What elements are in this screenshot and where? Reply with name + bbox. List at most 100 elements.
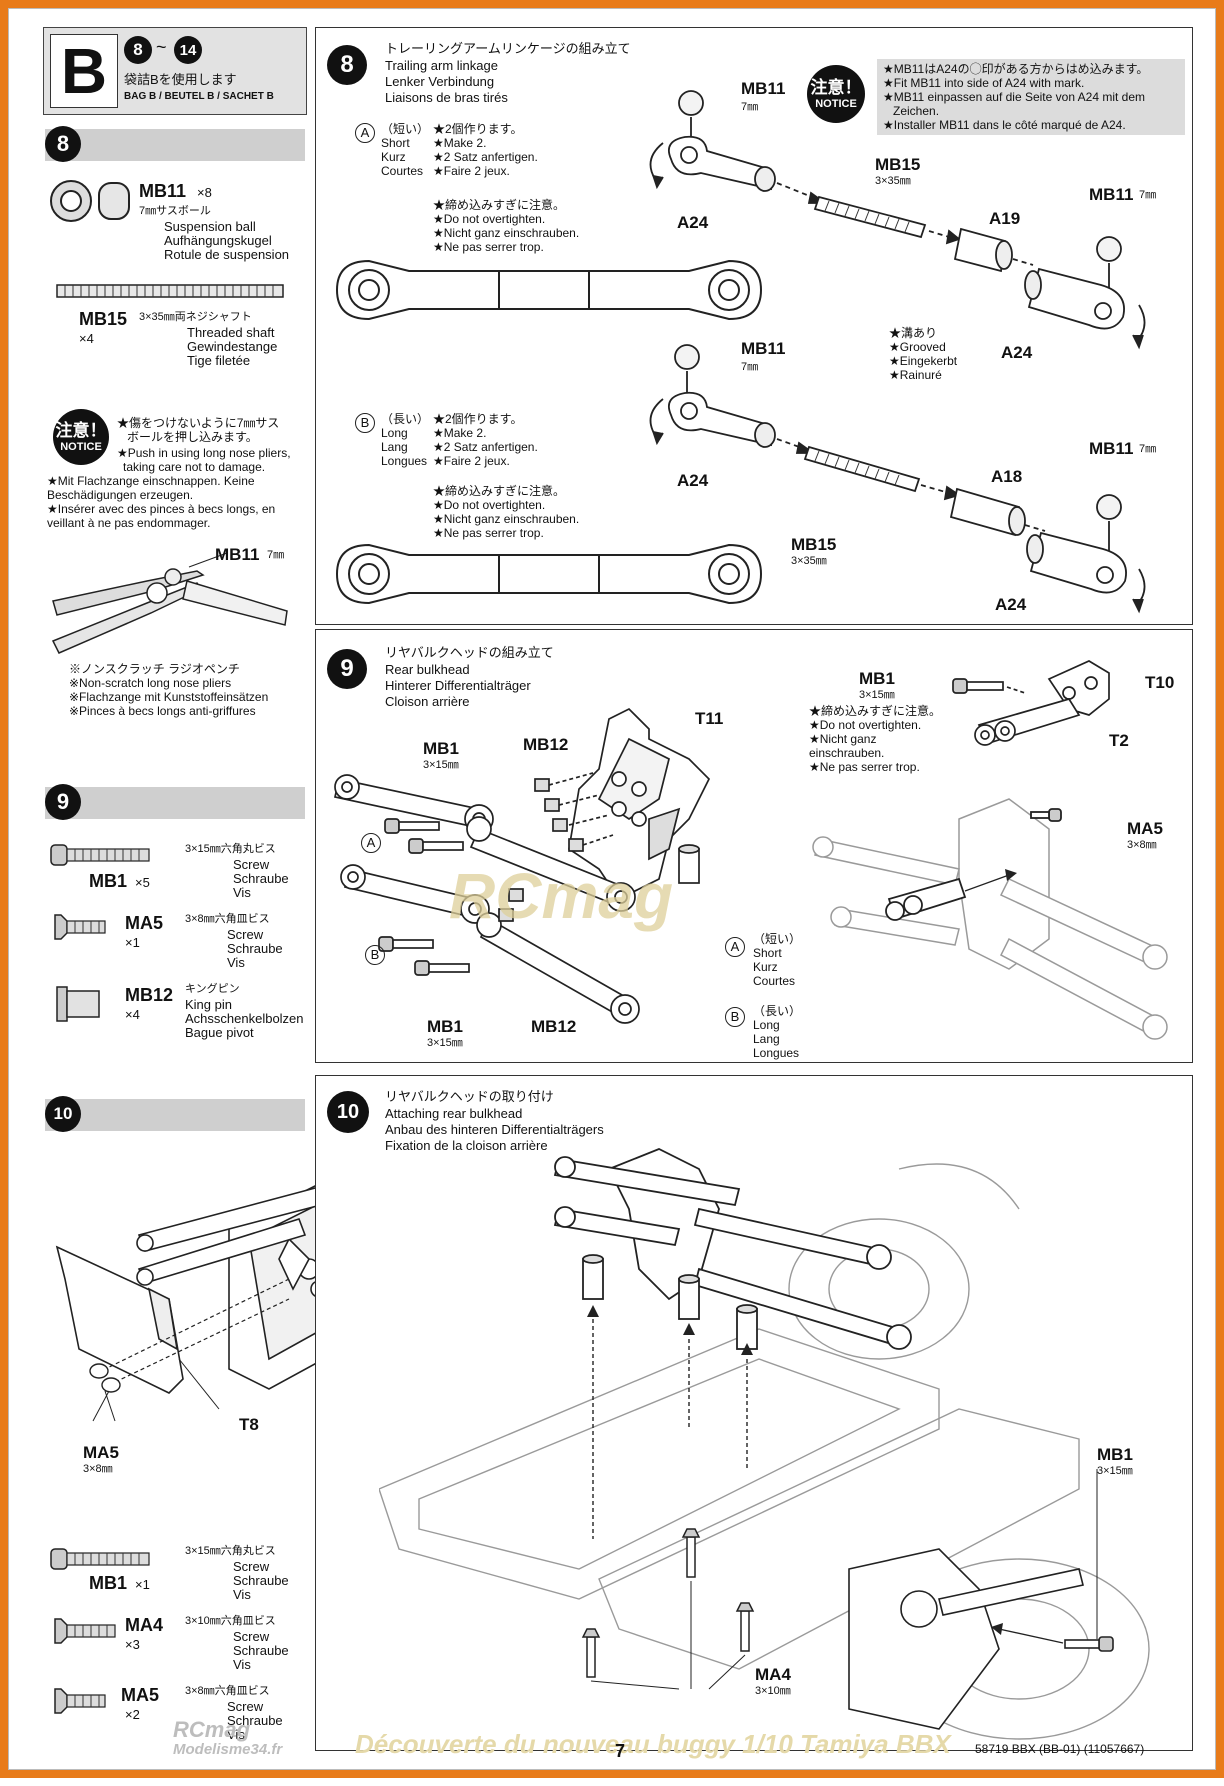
s9-b-de: Lang [753,1032,780,1046]
step8-notice-de-text2: Zeichen. [893,104,940,118]
step8-label-a19: A19 [989,209,1021,228]
step8-a-tight-en: ★Do not overtighten. [433,212,546,226]
mb15-jp: 3×35㎜両ネジシャフト [139,311,252,323]
left-step10-bar: 10 [45,1096,305,1132]
step8-notice-badge: 注意！ NOTICE [807,65,865,123]
s9-tight-de2: einschrauben. [809,746,885,760]
step8-notice-jp: 注意！ [810,78,862,97]
step10-title-de: Anbau des hinteren Differentialträgers [385,1122,604,1137]
page-number: 7 [615,1741,626,1761]
pliers-label-mb11: MB11 [215,545,260,564]
step-from-badge: 8 [124,36,152,64]
step8-b-tight-en: ★Do not overtighten. [433,498,546,512]
s10-mb1-jp: 3×15㎜六角丸ビス [185,1545,276,1557]
s9-mb1-top-size: 3×15㎜ [423,759,459,771]
step8-a-de: Kurz [381,150,406,164]
step8-a-make-en: ★Make 2. [433,136,487,150]
step8-a-fr: Courtes [381,164,424,178]
s10-ma5-screw-icon [54,1688,106,1714]
mb11-jp: 7㎜サスボール [139,205,211,217]
step10-badge: 10 [327,1091,369,1133]
s10-ma4-qty: ×3 [125,1637,140,1652]
left-notice-badge: 注意！ NOTICE [53,409,109,465]
s9-b-en: Long [753,1018,780,1032]
step8-b-tight-jp: ★締め込みすぎに注意。 [433,484,566,498]
step8-badge: 8 [327,45,367,85]
s10-mb1-en: Screw [233,1559,270,1574]
s10-ma4-size: 3×10㎜ [755,1685,791,1697]
step10-title-fr: Fixation de la cloison arrière [385,1138,548,1153]
s10-ma5-jp: 3×8㎜六角皿ビス [185,1685,270,1697]
step8-assembly-b-drawing [649,344,1146,614]
s10-ma4-screw-icon [54,1618,116,1644]
pliers-fr: ※Pinces à becs longs anti-griffures [69,704,256,718]
left-note-en2: taking care not to damage. [123,460,266,474]
mb11-en: Suspension ball [164,219,256,234]
step-tilde: ~ [156,37,167,57]
s9-ma5-jp: 3×8㎜六角皿ビス [185,913,270,925]
s10-ma4-jp: 3×10㎜六角皿ビス [185,1615,276,1627]
step9-t10-t2-drawing [952,660,1110,746]
step8-a-jp: （短い） [381,122,430,136]
left-note-jp2: ボールを押し込みます。 [127,430,258,444]
step8-a-tight-jp: ★締め込みすぎに注意。 [433,198,566,212]
manual-page: B 8 ~ 14 袋詰Bを使用します BAG B / BEUTEL B / SA… [8,8,1216,1770]
s9-a-jp: （短い） [753,932,802,946]
s10-mb1-code: MB1 [89,1573,128,1593]
s9-a-de: Kurz [753,960,778,974]
step8-b-make-fr: ★Faire 2 jeux. [433,454,510,468]
bag-box: B 8 ~ 14 袋詰Bを使用します BAG B / BEUTEL B / SA… [43,27,307,115]
step8-notice-en-text: ★Fit MB11 into side of A24 with mark. [883,76,1085,90]
step9-title-de: Hinterer Differentialträger [385,678,531,693]
pliers-de: ※Flachzange mit Kunststoffeinsätzen [69,690,269,704]
s10-left-t8: T8 [239,1415,259,1434]
s9-mb12-fr: Bague pivot [185,1025,254,1040]
step9-bulkhead-assembly-drawing [333,707,711,1024]
step8-label-a24-b1: A24 [677,471,709,490]
step8-label-mb15-b-size: 3×35㎜ [791,555,827,567]
step8-a-marker: A [355,123,375,143]
step8-a-make-jp: ★2個作ります。 [433,122,523,136]
step8-label-a24-b2: A24 [995,595,1027,614]
step8-label-mb11-right-a: MB11 [1089,185,1134,204]
left-step9-badge: 9 [45,784,81,820]
step8-label-mb15-a: MB15 [875,155,921,174]
step8-notice-box [877,59,1185,135]
footer-watermark-logo-rcmag: RCmag [173,1717,251,1742]
step9-title-jp: リヤバルクヘッドの組み立て [385,645,554,660]
mb15-en: Threaded shaft [187,325,275,340]
mb15-fr: Tige filetée [187,353,251,368]
s9-a-marker-right: A [725,937,745,957]
step8-b-en: Long [381,426,408,440]
s9-b-marker-right: B [725,1007,745,1027]
step8-groove-de: ★Eingekerbt [889,354,958,368]
s9-ma5-de: Schraube [227,941,283,956]
step-to-badge: 14 [174,36,202,64]
left-step10-badge: 10 [45,1096,81,1132]
s10-ma4-fr: Vis [233,1657,251,1672]
s9-mb12-de: Achsschenkelbolzen [185,1011,304,1026]
step8-a-make-de: ★2 Satz anfertigen. [433,150,538,164]
s10-ma4-code: MA4 [125,1615,164,1635]
step8-title-jp: トレーリングアームリンケージの組み立て [385,41,631,56]
s9-t2: T2 [1109,731,1129,750]
s10-ma4: MA4 [755,1665,791,1684]
s10-ma5-code: MA5 [121,1685,160,1705]
s10-mb1-fr: Vis [233,1587,251,1602]
s9-mb1-code: MB1 [89,871,128,891]
threaded-shaft-icon [56,284,284,298]
s9-mb12-code: MB12 [125,985,174,1005]
step8-label-mb11-right-a-size: 7㎜ [1139,189,1157,201]
s9-ma5-en: Screw [227,927,264,942]
step8-a-en: Short [381,136,410,150]
step9-title-en: Rear bulkhead [385,662,470,677]
screw-ma5-icon [54,914,106,940]
step10-panel [315,1075,1193,1751]
step8-b-marker: B [355,413,375,433]
step8-title-fr: Liaisons de bras tirés [385,90,508,105]
step8-a-tight-fr: ★Ne pas serrer trop. [433,240,544,254]
s10-mb1-screw-icon [50,1548,150,1570]
s10-mb1-qty: ×1 [135,1577,150,1592]
step8-b-template-drawing [335,543,763,605]
step8-groove-jp: ★溝あり [889,326,938,340]
